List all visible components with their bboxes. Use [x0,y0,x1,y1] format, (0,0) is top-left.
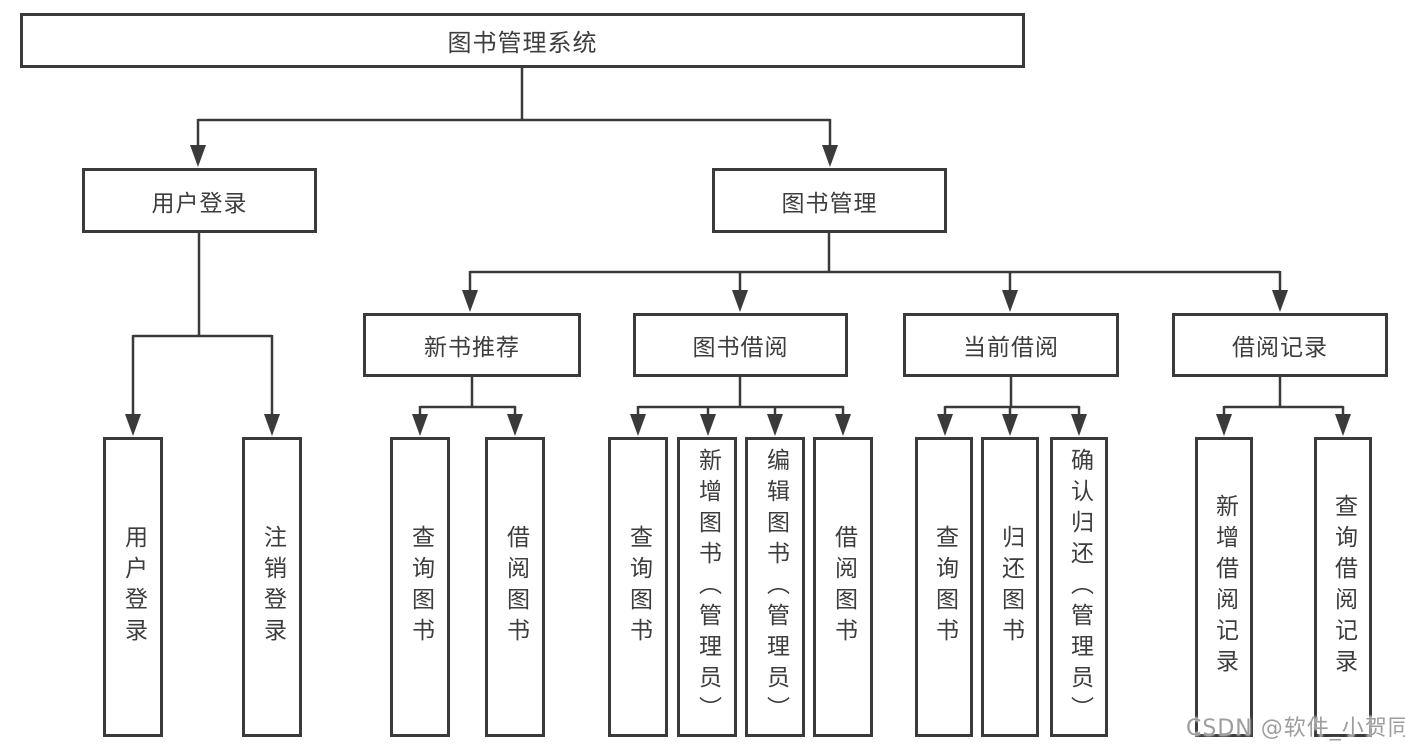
node-user-login-group: 用户登录 [82,168,317,233]
leaf-borrow-edit-books-admin: 编辑图书（管理员） [745,437,805,737]
leaf-recommend-query-books: 查询图书 [390,437,450,737]
leaf-recommend-borrow-books: 借阅图书 [485,437,545,737]
leaf-logout: 注销登录 [242,437,302,737]
node-current-borrow-label: 当前借阅 [963,335,1059,361]
node-library-system-label: 图书管理系统 [447,29,598,57]
node-current-borrow: 当前借阅 [903,313,1119,377]
node-book-borrow-label: 图书借阅 [692,335,789,361]
leaf-recommend-query-books-label: 查询图书 [407,525,434,649]
node-book-management-label: 图书管理 [781,190,878,217]
leaf-current-return-books: 归还图书 [981,437,1039,737]
leaf-records-query-record-label: 查询借阅记录 [1330,494,1357,680]
leaf-current-confirm-return-admin-label: 确认归还（管理员） [1066,447,1093,727]
leaf-logout-label: 注销登录 [259,525,286,649]
leaf-user-login-label: 用户登录 [120,525,147,649]
node-book-borrow: 图书借阅 [633,313,848,377]
leaf-borrow-add-books-admin: 新增图书（管理员） [677,437,737,737]
node-new-book-recommend-label: 新书推荐 [424,335,520,361]
leaf-borrow-borrow-books: 借阅图书 [813,437,873,737]
leaf-user-login: 用户登录 [103,437,163,737]
leaf-records-add-record-label: 新增借阅记录 [1211,494,1238,680]
leaf-recommend-borrow-books-label: 借阅图书 [502,525,529,649]
leaf-borrow-borrow-books-label: 借阅图书 [830,525,857,649]
leaf-borrow-query-books: 查询图书 [608,437,668,737]
leaf-borrow-query-books-label: 查询图书 [625,525,652,649]
leaf-borrow-add-books-admin-label: 新增图书（管理员） [694,447,721,727]
node-new-book-recommend: 新书推荐 [363,313,581,377]
leaf-current-confirm-return-admin: 确认归还（管理员） [1050,437,1108,737]
node-borrow-records-label: 借阅记录 [1232,335,1328,361]
node-user-login-group-label: 用户登录 [151,190,248,217]
leaf-records-query-record: 查询借阅记录 [1314,437,1372,737]
leaf-current-return-books-label: 归还图书 [997,525,1024,649]
node-library-system: 图书管理系统 [20,13,1025,68]
leaf-records-add-record: 新增借阅记录 [1195,437,1253,737]
leaf-current-query-books-label: 查询图书 [931,525,958,649]
leaf-current-query-books: 查询图书 [915,437,973,737]
csdn-watermark: CSDN @软件_小贺同学 [1186,716,1405,741]
arrowheads [125,145,1351,436]
leaf-borrow-edit-books-admin-label: 编辑图书（管理员） [762,447,789,727]
node-book-management: 图书管理 [712,168,947,233]
node-borrow-records: 借阅记录 [1172,313,1388,377]
